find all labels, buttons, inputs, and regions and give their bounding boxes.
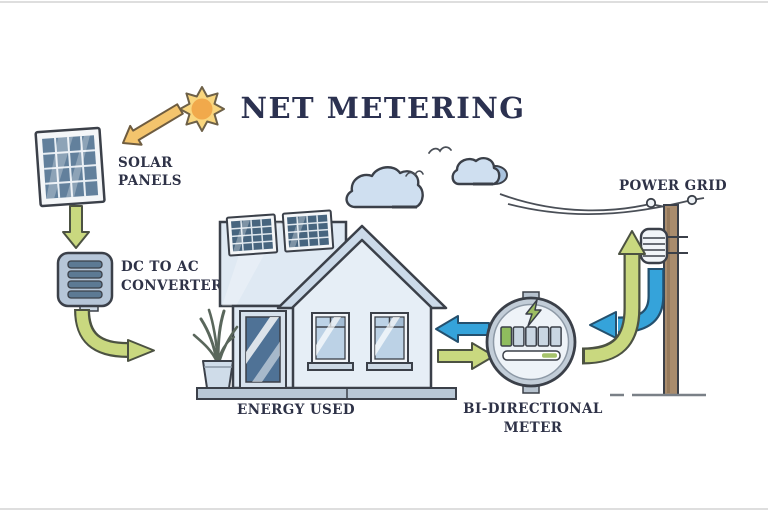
sun-core [191, 98, 213, 120]
roof-solar-panel-icon [281, 209, 335, 253]
house-base-slab [196, 387, 457, 400]
export-to-grid-arrow [581, 230, 646, 365]
converter-label-line1: DC TO AC [121, 259, 199, 275]
door [239, 310, 287, 389]
converter-vents [67, 260, 103, 299]
house-to-meter-arrow [437, 342, 495, 370]
bidirectional-meter-icon [485, 291, 577, 394]
meter-to-house-arrow [435, 315, 490, 343]
sunlight-arrow [122, 103, 184, 146]
arrow-head [589, 311, 617, 339]
meter-label-line2: METER [504, 420, 563, 436]
insulator [686, 194, 698, 206]
solar-panels-label-line1: SOLAR [118, 155, 173, 171]
cloud-icon [345, 166, 424, 209]
meter-label-line1: BI-DIRECTIONAL [463, 401, 603, 417]
dc-ac-converter-icon [56, 251, 114, 312]
converter-label-line2: CONVERTER [121, 278, 223, 294]
panel-glare [46, 136, 73, 199]
arrow-head [618, 230, 646, 255]
meter-digits [500, 326, 562, 347]
sun-icon [179, 86, 225, 132]
arrow-band [76, 310, 129, 356]
panel-to-converter-arrow [62, 205, 90, 249]
transformer [639, 227, 669, 265]
bird-icon [405, 170, 424, 177]
house-roof [276, 224, 448, 310]
solar-panels-label-line2: PANELS [118, 173, 182, 189]
bird-icon [428, 146, 452, 154]
lightning-bolt-icon [525, 299, 542, 327]
arrow-band [584, 252, 639, 363]
cloud-icon [451, 157, 508, 186]
roof-solar-panel-icon [225, 213, 279, 257]
insulator [645, 197, 657, 209]
transformer-ribs [643, 237, 665, 257]
power-grid-icon [499, 193, 706, 397]
potted-plant-icon [192, 308, 239, 389]
solar-panel-icon [34, 126, 106, 208]
page-title: NET METERING [240, 91, 525, 125]
window [366, 312, 413, 371]
energy-used-label: ENERGY USED [237, 402, 355, 418]
panel-glare [66, 135, 90, 198]
meter-bar-level [542, 353, 557, 358]
converter-to-house-arrow [74, 308, 155, 362]
arrow-head [127, 339, 155, 362]
window [307, 312, 354, 371]
power-grid-label: POWER GRID [619, 178, 727, 194]
solar-panel-grid [43, 136, 98, 198]
house-icon [192, 209, 457, 400]
